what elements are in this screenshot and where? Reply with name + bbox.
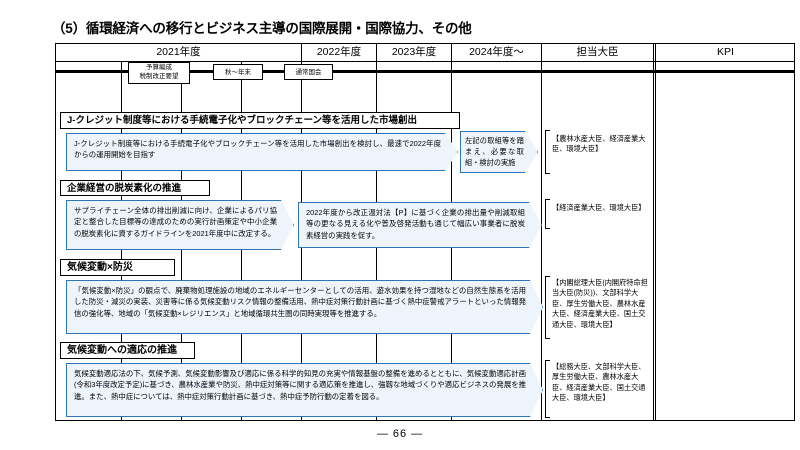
timeline-rule-seg3 <box>262 70 285 73</box>
page-title: （5）循環経済への移行とビジネス主導の国際展開・国際協力、その他 <box>52 21 472 36</box>
milestone-diet-label: 通常国会 <box>295 69 322 76</box>
milestone-autumn-yearend: 秋～年末 <box>213 64 263 80</box>
timeline-rule-seg1 <box>56 70 129 73</box>
minister-bracket-1 <box>545 130 550 174</box>
milestone-budget-line1: 予算編成 <box>146 64 172 71</box>
section-heading-jcredit: J-クレジット制度等における手続電子化やブロックチェーン等を活用した市場創出 <box>60 112 460 129</box>
minister-list-climate-disaster: 【内閣総理大臣(内閣府特命担当大臣(防災))、文部科学大臣、厚生労働大臣、農林水… <box>552 278 648 329</box>
section-jcredit-action-2024: 左記の取組等を踏まえ、必要な取組・検討の実施 <box>460 131 538 173</box>
section-climate-disaster-action: 「気候変動×防災」の観点で、廃棄物処理施設の地域のエネルギーセンターとしての活用… <box>66 280 543 334</box>
table-header-row: 2021年度 2022年度 2023年度 2024年度～ 担当大臣 KPI <box>56 44 794 62</box>
section-heading-adaptation: 気候変動への適応の推進 <box>60 342 195 359</box>
minister-bracket-3 <box>545 276 550 339</box>
timeline-rule-seg4 <box>332 70 794 73</box>
minister-bracket-2 <box>545 199 550 229</box>
column-header-kpi: KPI <box>717 46 734 58</box>
column-header-2022: 2022年度 <box>316 46 362 58</box>
section-adaptation-action: 気候変動適応法の下、気候予測、気候変動影響及び適応に係る科学的知見の充実や情報基… <box>66 363 543 417</box>
column-header-minister: 担当大臣 <box>576 46 619 58</box>
milestone-budget-line2: 税制改正要望 <box>139 72 179 80</box>
column-divider-2024-minister <box>541 44 542 420</box>
milestone-ordinary-diet: 通常国会 <box>284 64 333 80</box>
minister-list-decarbonization: 【経済産業大臣、環境大臣】 <box>552 203 646 212</box>
minister-bracket-4 <box>545 360 550 418</box>
milestone-autumn-label: 秋～年末 <box>225 69 251 76</box>
section-jcredit-action-2021: J-クレジット制度等における手続電子化やブロックチェーン等を活用した市場創出を検… <box>66 133 458 171</box>
column-header-2021: 2021年度 <box>156 46 201 58</box>
minister-list-jcredit: 【農林水産大臣、経済産業大臣、環境大臣】 <box>552 134 646 154</box>
section-heading-decarbonization: 企業経営の脱炭素化の推進 <box>60 180 210 196</box>
minister-list-adaptation: 【総務大臣、文部科学大臣、厚生労働大臣、農林水産大臣、経済産業大臣、国土交通大臣… <box>552 362 646 403</box>
section-decarb-action-2022: 2022年度から改正温対法【P】に基づく企業の排出量や削減取組等の更なる見える化… <box>298 202 542 248</box>
timeline-rule-seg2 <box>189 70 214 73</box>
column-divider-minister-kpi <box>653 44 656 420</box>
milestone-budget: 予算編成 税制改正要望 <box>128 62 190 84</box>
column-header-2023: 2023年度 <box>391 46 437 58</box>
page-number: ― 66 ― <box>376 428 424 440</box>
column-header-2024: 2024年度～ <box>469 46 524 58</box>
section-heading-climate-disaster: 気候変動×防災 <box>60 259 175 276</box>
roadmap-table: 2021年度 2022年度 2023年度 2024年度～ 担当大臣 KPI 予算… <box>55 43 795 421</box>
section-decarb-action-2021: サプライチェーン全体の排出削減に向け、企業によるパリ協定と整合した目標等の達成の… <box>66 200 294 250</box>
